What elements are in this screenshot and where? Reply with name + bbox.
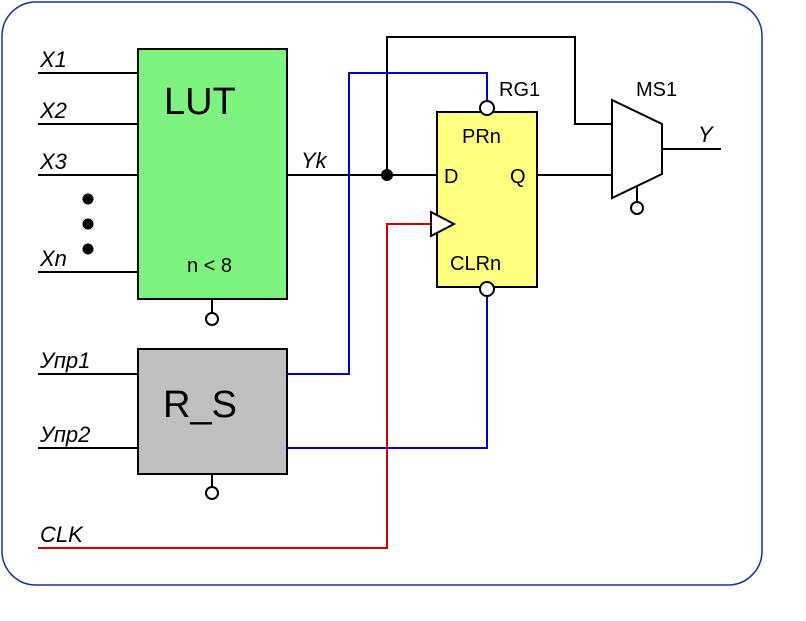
register-q-label: Q: [510, 166, 526, 188]
clock-triangle-icon: [430, 210, 457, 238]
rs-block: [137, 348, 288, 475]
input-label-x3: X3: [39, 149, 68, 174]
input-wires: [38, 72, 138, 449]
ellipsis-dots: [82, 193, 94, 255]
input-label-upr1: Упр1: [39, 348, 90, 373]
mux-enable-bubble: [630, 201, 644, 215]
mux-output-label: Y: [698, 122, 714, 147]
control-wires-blue: [287, 72, 488, 449]
mux-name: MS1: [636, 79, 677, 101]
mux-block: [611, 98, 663, 200]
rs-enable-bubble: [205, 486, 219, 500]
input-label-clk: CLK: [40, 522, 84, 547]
lut-enable-bubble: [205, 312, 219, 326]
clock-wire-red: [38, 223, 431, 549]
register-clear-label: CLRn: [450, 253, 501, 275]
preset-bubble: [479, 100, 495, 116]
input-label-x2: X2: [39, 98, 67, 123]
input-label-x1: X1: [39, 47, 67, 72]
input-label-upr2: Упр2: [39, 422, 90, 447]
rs-title: R_S: [163, 384, 237, 426]
register-d-label: D: [444, 166, 458, 188]
lut-title: LUT: [164, 81, 236, 123]
clear-bubble: [479, 281, 495, 297]
lut-output-label: Yk: [301, 148, 328, 173]
register-name: RG1: [499, 79, 540, 101]
yk-net: [287, 36, 612, 176]
junction-dot: [381, 169, 393, 181]
register-preset-label: PRn: [462, 126, 501, 148]
input-label-xn: Xn: [39, 246, 67, 271]
lut-note: n < 8: [187, 255, 232, 277]
